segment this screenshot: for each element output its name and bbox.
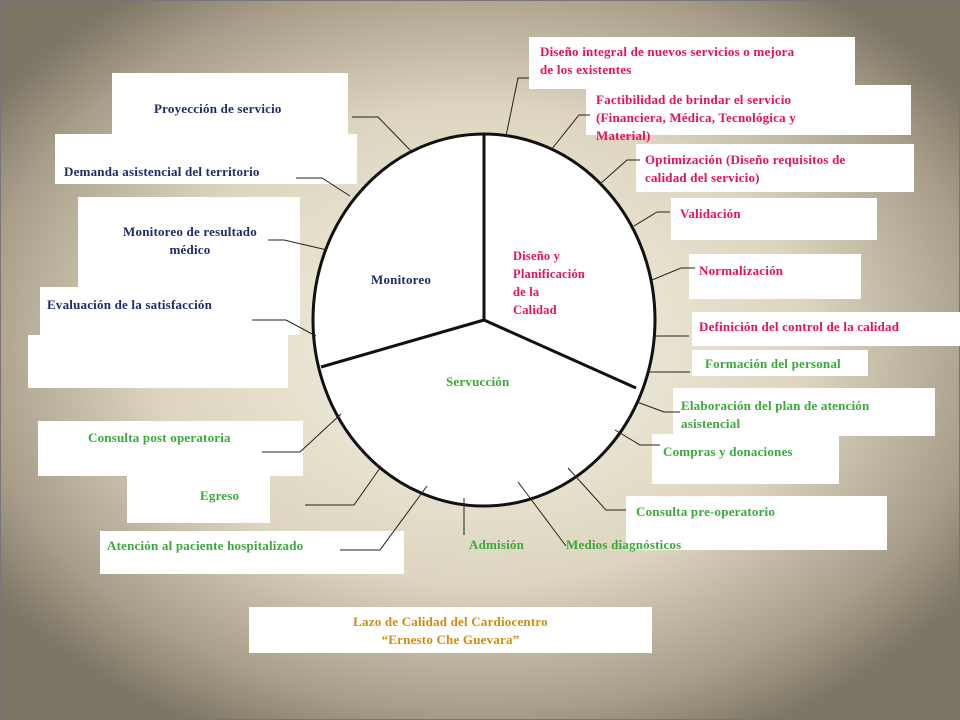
step-factibilidad-line-3: Material) xyxy=(596,128,651,143)
wheel-design-line-2: Planificación xyxy=(513,267,586,281)
step-design-integral-line-1: Diseño integral de nuevos servicios o me… xyxy=(540,44,795,59)
step-monitoreo-resultado: Monitoreo de resultado médico xyxy=(100,223,280,259)
connector-lines xyxy=(252,77,695,551)
box-consulta-pre xyxy=(626,496,887,550)
box-consulta-post xyxy=(38,421,303,476)
wheel-label-service: Servucción xyxy=(446,374,510,389)
wheel-divider-left xyxy=(320,318,485,369)
connector-demanda xyxy=(296,177,351,197)
connector-consulta-pre xyxy=(567,467,626,511)
step-consulta-post: Consulta post operatoria xyxy=(88,430,231,445)
box-normalizacion xyxy=(689,254,861,299)
step-consulta-pre: Consulta pre-operatorio xyxy=(636,504,776,519)
box-egreso xyxy=(127,476,270,523)
step-design-integral: Diseño integral de nuevos servicios o me… xyxy=(540,43,794,79)
connector-consulta-post xyxy=(262,413,342,453)
caption-line-1: Lazo de Calidad del Cardiocentro xyxy=(353,614,548,629)
step-monitoreo-resultado-line-1: Monitoreo de resultado xyxy=(123,224,257,239)
box-optimizacion xyxy=(636,144,914,192)
step-evaluacion: Evaluación de la satisfacción xyxy=(47,297,213,312)
box-formacion xyxy=(692,350,868,376)
connector-proyeccion xyxy=(352,116,413,153)
step-elaboracion-line-2: asistencial xyxy=(681,416,741,431)
box-caption xyxy=(249,607,652,653)
step-factibilidad-line-1: Factibilidad de brindar el servicio xyxy=(596,92,792,107)
box-elaboracion xyxy=(673,388,935,436)
connector-egreso xyxy=(305,467,381,506)
wheel-label-design: Diseño y Planificación de la Calidad xyxy=(513,247,585,319)
connector-compras xyxy=(614,429,660,446)
connector-normalizacion xyxy=(651,267,695,281)
box-demanda xyxy=(55,134,357,184)
box-monitoreo-resultado xyxy=(78,197,300,287)
step-admision: Admisión xyxy=(469,537,525,552)
step-elaboracion-line-1: Elaboración del plan de atención xyxy=(681,398,870,413)
step-formacion: Formación del personal xyxy=(705,356,841,371)
wheel-design-line-4: Calidad xyxy=(513,303,557,317)
step-atencion: Atención al paciente hospitalizado xyxy=(107,538,304,553)
wheel-design-line-3: de la xyxy=(513,285,540,299)
step-optimizacion: Optimización (Diseño requisitos de calid… xyxy=(645,151,845,187)
step-elaboracion: Elaboración del plan de atención asisten… xyxy=(681,397,869,433)
step-optimizacion-line-2: calidad del servicio) xyxy=(645,170,760,185)
connector-elaboracion xyxy=(636,401,680,413)
step-egreso: Egreso xyxy=(200,488,240,503)
wheel-divider-right xyxy=(483,318,637,390)
box-proyeccion xyxy=(112,73,348,135)
step-validacion: Validación xyxy=(680,206,741,221)
box-atencion xyxy=(100,531,404,574)
diagram-caption: Lazo de Calidad del Cardiocentro “Ernest… xyxy=(249,613,652,649)
step-demanda: Demanda asistencial del territorio xyxy=(64,164,260,179)
step-factibilidad: Factibilidad de brindar el servicio (Fin… xyxy=(596,91,796,145)
step-normalizacion: Normalización xyxy=(699,263,784,278)
step-compras: Compras y donaciones xyxy=(663,444,793,459)
caption-line-2: “Ernesto Che Guevara” xyxy=(381,632,520,647)
wheel-label-monitor: Monitoreo xyxy=(371,272,432,287)
step-optimizacion-line-1: Optimización (Diseño requisitos de xyxy=(645,152,846,167)
box-evaluacion xyxy=(40,287,300,335)
box-validacion xyxy=(671,198,877,240)
connector-optimizacion xyxy=(599,159,640,185)
connector-atencion xyxy=(340,485,428,551)
connector-factibilidad xyxy=(550,114,590,151)
step-medios: Medios diagnósticos xyxy=(566,537,682,552)
box-evaluacion-lower xyxy=(28,335,288,388)
wheel-design-line-1: Diseño y xyxy=(513,249,561,263)
step-definicion: Definición del control de la calidad xyxy=(699,319,900,334)
box-factibilidad xyxy=(586,85,911,135)
connector-evaluacion xyxy=(252,319,317,337)
connector-validacion xyxy=(633,211,670,227)
box-compras xyxy=(652,434,839,484)
connector-design-integral xyxy=(505,77,529,137)
box-design-integral xyxy=(529,37,855,89)
step-design-integral-line-2: de los existentes xyxy=(540,62,632,77)
connector-monitoreo-resultado xyxy=(268,239,328,251)
connector-medios xyxy=(517,481,567,547)
step-monitoreo-resultado-line-2: médico xyxy=(169,242,211,257)
step-factibilidad-line-2: (Financiera, Médica, Tecnológica y xyxy=(596,110,796,125)
step-proyeccion: Proyección de servicio xyxy=(154,101,282,116)
box-definicion xyxy=(692,312,960,346)
